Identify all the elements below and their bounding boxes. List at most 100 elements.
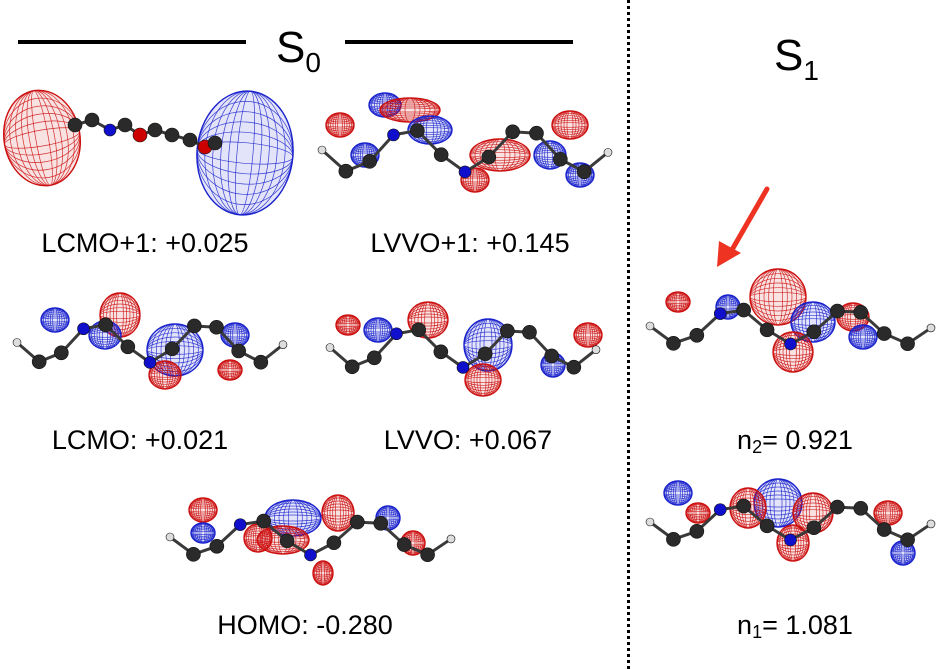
positive-lobe	[464, 363, 502, 397]
atom-C	[54, 345, 69, 361]
atom-C	[433, 147, 449, 163]
positive-lobe	[2, 89, 82, 187]
orbital-name: LCMO+1	[41, 228, 151, 258]
molecule-lcmo-plus1-image	[2, 89, 294, 216]
atom-C	[326, 535, 342, 551]
orbital-name: HOMO	[217, 610, 302, 640]
positive-lobe	[312, 560, 334, 586]
atom-C	[209, 319, 224, 335]
atom-C	[853, 304, 869, 320]
positive-lobe	[749, 268, 807, 326]
atom-C	[830, 499, 845, 515]
orbital-label-homo: HOMO: -0.280	[217, 610, 393, 640]
orbital-energy: -0.280	[316, 610, 393, 640]
occupation-sep: =	[762, 425, 778, 455]
atom-C	[420, 547, 435, 563]
positive-lobe	[573, 322, 603, 348]
atom-C	[853, 500, 869, 516]
occupation-value: 0.921	[785, 425, 853, 455]
atom-C	[410, 123, 425, 138]
positive-lobe	[685, 502, 711, 524]
positive-lobe	[217, 359, 243, 381]
positive-lobe	[321, 494, 355, 532]
positive-lobe	[243, 523, 273, 553]
orbital-label-n1: n1= 1.081	[660, 610, 930, 647]
atom-C	[396, 537, 412, 552]
atom-C	[736, 498, 751, 514]
atom-C	[806, 520, 822, 536]
positive-lobe	[665, 291, 691, 313]
negative-lobe	[190, 522, 216, 544]
atom-C	[500, 323, 515, 339]
atom-C	[67, 117, 83, 133]
atom-C	[117, 117, 133, 133]
atom-N	[143, 356, 157, 369]
atom-O	[132, 127, 148, 143]
atom-C	[736, 302, 751, 318]
atom-N	[713, 503, 727, 516]
atom-C	[207, 135, 223, 151]
orbital-label-lcmo-plus1: LCMO+1: +0.025	[41, 228, 249, 258]
atom-H	[446, 534, 456, 544]
atom-C	[279, 533, 295, 549]
molecule-lcmo-image	[12, 292, 288, 390]
atom-C	[544, 348, 559, 364]
atom-H	[325, 343, 335, 352]
atom-H	[645, 321, 655, 331]
atom-H	[317, 145, 327, 155]
atom-N	[713, 307, 727, 320]
molecule-lvvo-plus1-image	[317, 92, 613, 193]
atom-C	[830, 303, 845, 319]
atom-C	[367, 350, 382, 366]
atom-C	[373, 515, 389, 531]
atom-C	[164, 341, 180, 357]
orbital-name: LCMO	[51, 425, 130, 455]
s0-header-rule-right	[345, 40, 573, 44]
atom-N	[304, 548, 317, 562]
negative-lobe	[848, 324, 878, 350]
atom-C	[411, 322, 426, 338]
orbital-label-n2: n2= 0.921	[660, 425, 930, 462]
molecule-n1-image	[645, 478, 936, 566]
s1-title-main: S	[774, 31, 804, 80]
orbital-label-lvvo: LVVO: +0.067	[383, 425, 553, 455]
orbital-label-lvvo-plus1: LVVO+1: +0.145	[370, 228, 570, 258]
atom-C	[666, 336, 681, 351]
occupation-sub: 2	[752, 437, 763, 457]
atom-C	[164, 127, 180, 143]
atom-C	[187, 318, 202, 334]
atom-C	[84, 112, 100, 128]
atom-C	[689, 523, 705, 539]
atom-C	[98, 317, 113, 333]
atom-C	[256, 513, 271, 529]
negative-lobe	[196, 90, 294, 216]
positive-lobe	[188, 497, 218, 523]
atom-N	[456, 361, 470, 374]
orbital-name: LVVO+1	[370, 228, 472, 258]
orbital-energy: +0.067	[468, 425, 553, 455]
atom-C	[876, 326, 892, 341]
atom-C	[338, 163, 354, 179]
atom-N	[784, 337, 797, 351]
positive-lobe	[325, 112, 355, 138]
molecule-lvvo-image	[325, 301, 603, 397]
atom-C	[481, 149, 497, 165]
atom-N	[458, 165, 472, 179]
atom-N	[77, 322, 90, 336]
orbital-energy: +0.021	[144, 425, 229, 455]
atom-C	[900, 336, 915, 352]
atom-C	[689, 327, 705, 343]
molecule-homo-image	[165, 494, 456, 586]
atom-C	[182, 132, 198, 148]
atom-C	[31, 354, 47, 370]
positive-lobe	[148, 360, 182, 390]
red-arrow-icon	[717, 186, 770, 267]
atom-C	[806, 324, 822, 340]
atom-C	[209, 538, 225, 554]
atom-C	[120, 339, 136, 355]
s0-header-rule-left	[18, 40, 246, 44]
atom-C	[759, 322, 775, 338]
orbital-energy: +0.145	[486, 228, 570, 258]
atom-C	[900, 532, 915, 548]
positive-lobe	[335, 314, 361, 336]
